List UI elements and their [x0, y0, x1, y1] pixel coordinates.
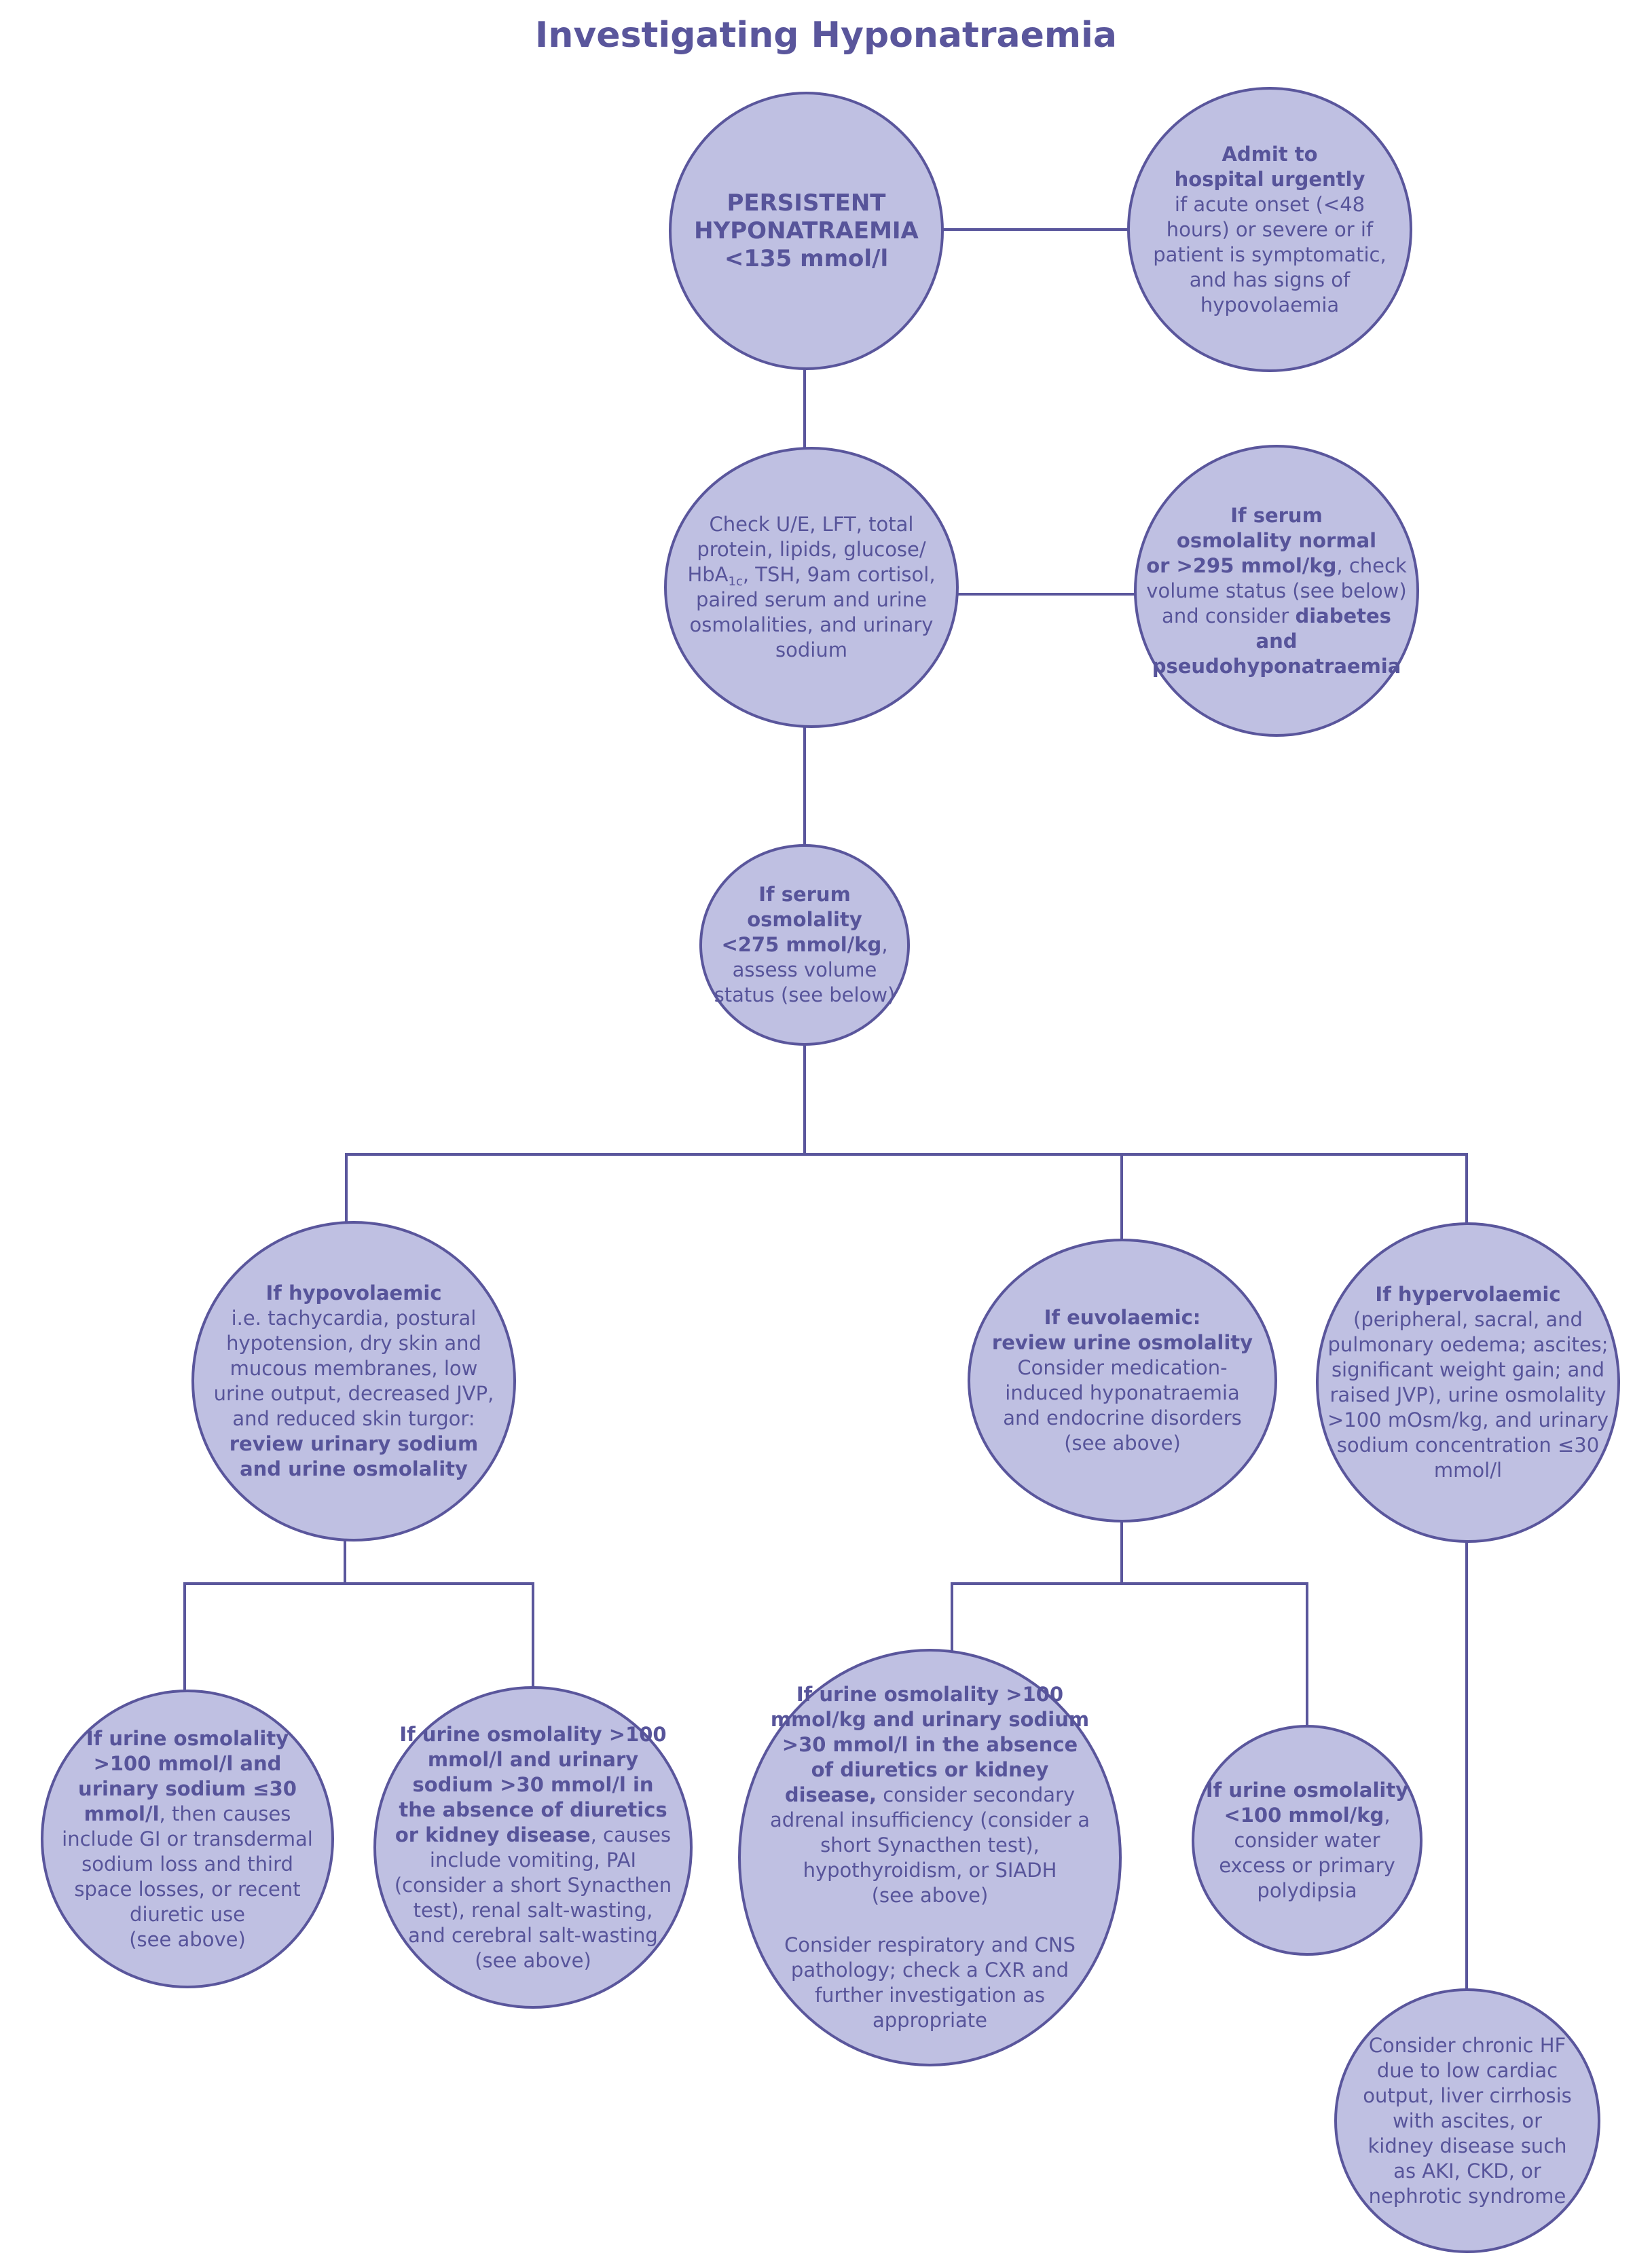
persistent-line-2: HYPONATRAEMIA: [694, 217, 919, 244]
check-text-2: , TSH, 9am cortisol, paired serum and ur…: [689, 563, 936, 661]
check-sub: 1c: [728, 574, 743, 589]
node-serum-normal: If serum osmolality normal or >295 mmol/…: [1134, 445, 1419, 737]
node-hypovolaemic: If hypovolaemic i.e. tachycardia, postur…: [191, 1221, 516, 1542]
connector-eu-branch: [951, 1582, 1308, 1728]
serum-normal-bold-5: pseudohyponatraemia: [1152, 654, 1401, 678]
hyper-text: (peripheral, sacral, and pulmonary oedem…: [1327, 1308, 1609, 1482]
serum-low-bold-3: <275 mmol/kg: [721, 933, 882, 956]
eu-high-consider: Consider respiratory and CNS pathology; …: [784, 1933, 1076, 2032]
node-serum-low: If serum osmolality <275 mmol/kg, assess…: [699, 844, 910, 1046]
eu-high-bold: If urine osmolality >100 mmol/kg and uri…: [770, 1683, 1090, 1806]
connector-volume-branch: [345, 1153, 1468, 1224]
node-hypo-high-sodium: If urine osmolality >100 mmol/l and urin…: [373, 1686, 693, 2009]
node-euvolaemic: If euvolaemic: review urine osmolality C…: [968, 1239, 1277, 1522]
node-eu-low-osmolality: If urine osmolality <100 mmol/kg, consid…: [1192, 1725, 1422, 1956]
node-eu-high-osmolality: If urine osmolality >100 mmol/kg and uri…: [738, 1649, 1122, 2066]
hypo-high-bold: If urine osmolality >100 mmol/l and urin…: [394, 1722, 667, 1846]
hypo-low-see-above: (see above): [129, 1927, 246, 1951]
serum-normal-bold-4: diabetes and: [1255, 604, 1391, 653]
node-admit-hospital: Admit to hospital urgently if acute onse…: [1127, 87, 1412, 372]
node-hypervolaemic: If hypervolaemic (peripheral, sacral, an…: [1316, 1222, 1620, 1543]
serum-normal-bold-1: If serum: [1230, 503, 1323, 527]
eu-low-bold: If urine osmolality <100 mmol/kg: [1205, 1778, 1409, 1827]
serum-normal-bold-3: or >295 mmol/kg: [1146, 553, 1337, 577]
hypo-low-bold: If urine osmolality >100 mmol/l and urin…: [78, 1726, 297, 1825]
admit-text: if acute onset (<48 hours) or severe or …: [1153, 192, 1387, 316]
hypo-text: i.e. tachycardia, postural hypotension, …: [213, 1307, 494, 1430]
serum-low-text: , assess volume status (see below): [714, 933, 896, 1006]
persistent-line-3: <135 mmol/l: [724, 244, 889, 272]
diagram-title: Investigating Hyponatraemia: [535, 15, 1117, 56]
eu-high-see-above: (see above): [871, 1884, 989, 1907]
connector-hypo-branch: [183, 1582, 534, 1692]
hypo-bold-2: review urinary sodium and urine osmolali…: [229, 1432, 479, 1480]
node-chronic-causes: Consider chronic HF due to low cardiac o…: [1334, 1988, 1600, 2253]
serum-normal-bold-2: osmolality normal: [1176, 528, 1377, 552]
eu-bold-1: If euvolaemic:: [1044, 1306, 1201, 1329]
check-text-1: Check U/E, LFT, total protein, lipids, g…: [687, 513, 926, 586]
eu-bold-2: review urine osmolality: [991, 1331, 1253, 1354]
node-persistent-hyponatraemia: PERSISTENT HYPONATRAEMIA <135 mmol/l: [669, 92, 944, 370]
serum-low-bold-2: osmolality: [747, 908, 862, 931]
hypo-low-text: , then causes include GI or transdermal …: [62, 1802, 313, 1926]
eu-text: Consider medication-induced hyponatraemi…: [1003, 1356, 1242, 1455]
hypo-bold-1: If hypovolaemic: [265, 1281, 442, 1305]
chronic-text: Consider chronic HF due to low cardiac o…: [1363, 2033, 1572, 2208]
node-check-tests: Check U/E, LFT, total protein, lipids, g…: [664, 447, 959, 728]
persistent-line-1: PERSISTENT: [727, 189, 886, 217]
hyper-bold-1: If hypervolaemic: [1375, 1283, 1561, 1306]
serum-low-bold-1: If serum: [758, 883, 851, 906]
serum-normal-text: , check volume status (see below) and co…: [1146, 553, 1407, 627]
eu-high-text: consider secondary adrenal insufficiency…: [770, 1783, 1090, 1882]
eu-low-text: , consider water excess or primary polyd…: [1219, 1803, 1395, 1902]
node-hypo-low-sodium: If urine osmolality >100 mmol/l and urin…: [41, 1690, 334, 1988]
hypo-high-see-above: (see above): [475, 1948, 591, 1972]
admit-bold-2: hospital urgently: [1174, 167, 1365, 191]
admit-bold-1: Admit to: [1222, 142, 1318, 166]
hypo-high-text: , causes include vomiting, PAI (consider…: [394, 1823, 672, 1947]
